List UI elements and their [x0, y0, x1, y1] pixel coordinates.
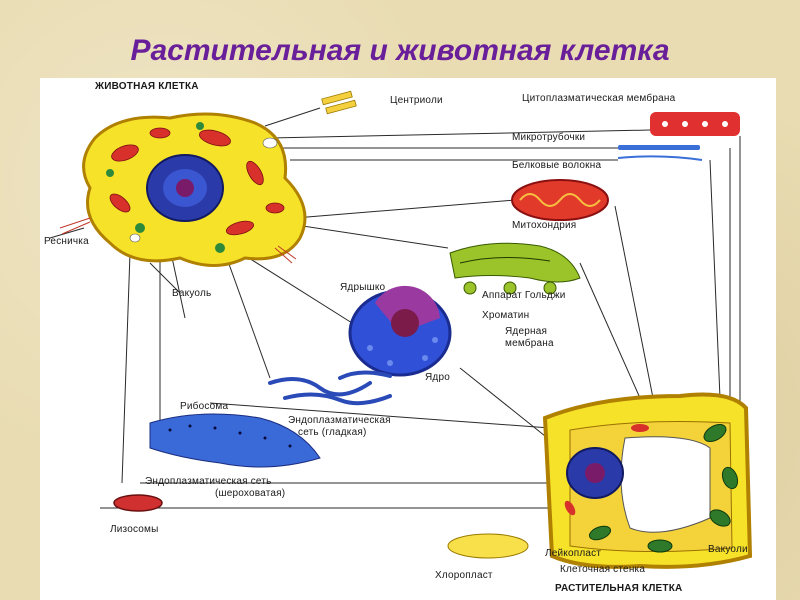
mitochondria-shape — [511, 179, 609, 221]
label-ribosome: Рибосома — [180, 401, 229, 412]
protein-fibers-shape — [617, 155, 703, 161]
nucleus-shape — [348, 285, 452, 377]
label-microtubules: Микротрубочки — [512, 132, 586, 143]
label-vacuole-animal: Вакуоль — [172, 288, 212, 299]
diagram-panel: ЖИВОТНАЯ КЛЕТКА Центриоли Цитоплазматиче… — [40, 78, 776, 600]
label-plant-cell: РАСТИТЕЛЬНАЯ КЛЕТКА — [555, 583, 683, 594]
label-nucleolus: Ядрышко — [340, 282, 386, 293]
label-nucleus: Ядро — [425, 372, 450, 383]
label-golgi: Аппарат Гольджи — [482, 290, 566, 301]
label-centrioles: Центриоли — [390, 95, 443, 106]
label-vacuoles-plant: Вакуоли — [708, 544, 748, 555]
label-protein-fibers: Белковые волокна — [512, 160, 602, 171]
plant-cell — [542, 392, 753, 569]
label-rough-er-1: Эндоплазматическая сеть — [145, 476, 272, 487]
cell-diagram — [49, 90, 753, 569]
label-rough-er-2: (шероховатая) — [215, 488, 286, 499]
label-chromatin: Хроматин — [482, 310, 530, 321]
label-smooth-er-1: Эндоплазматическая — [288, 415, 391, 426]
label-lysosomes: Лизосомы — [110, 524, 159, 535]
centrioles-shape — [321, 90, 357, 115]
label-cytoplasmic-membrane: Цитоплазматическая мембрана — [522, 93, 676, 104]
chloroplast-shape — [447, 533, 529, 559]
label-mitochondria: Митохондрия — [512, 220, 577, 231]
lysosomes-shape — [113, 494, 163, 512]
page-title: Растительная и животная клетка — [130, 34, 670, 67]
label-nuclear-membrane-1: Ядерная — [505, 326, 548, 337]
label-leucoplast: Лейкопласт — [545, 548, 602, 559]
rough-er-shape — [149, 413, 321, 468]
label-cell-wall: Клеточная стенка — [560, 564, 646, 575]
membrane-shape — [650, 112, 740, 136]
label-nuclear-membrane-2: мембрана — [505, 338, 554, 349]
label-cilium: Ресничка — [44, 236, 89, 247]
golgi-shape — [449, 242, 581, 295]
label-smooth-er-2: сеть (гладкая) — [298, 427, 367, 438]
label-animal-cell: ЖИВОТНАЯ КЛЕТКА — [95, 81, 199, 92]
microtubules-shape — [618, 145, 700, 150]
smooth-er-shape — [268, 370, 392, 406]
animal-cell — [59, 112, 307, 267]
label-chloroplast: Хлоропласт — [435, 570, 493, 581]
